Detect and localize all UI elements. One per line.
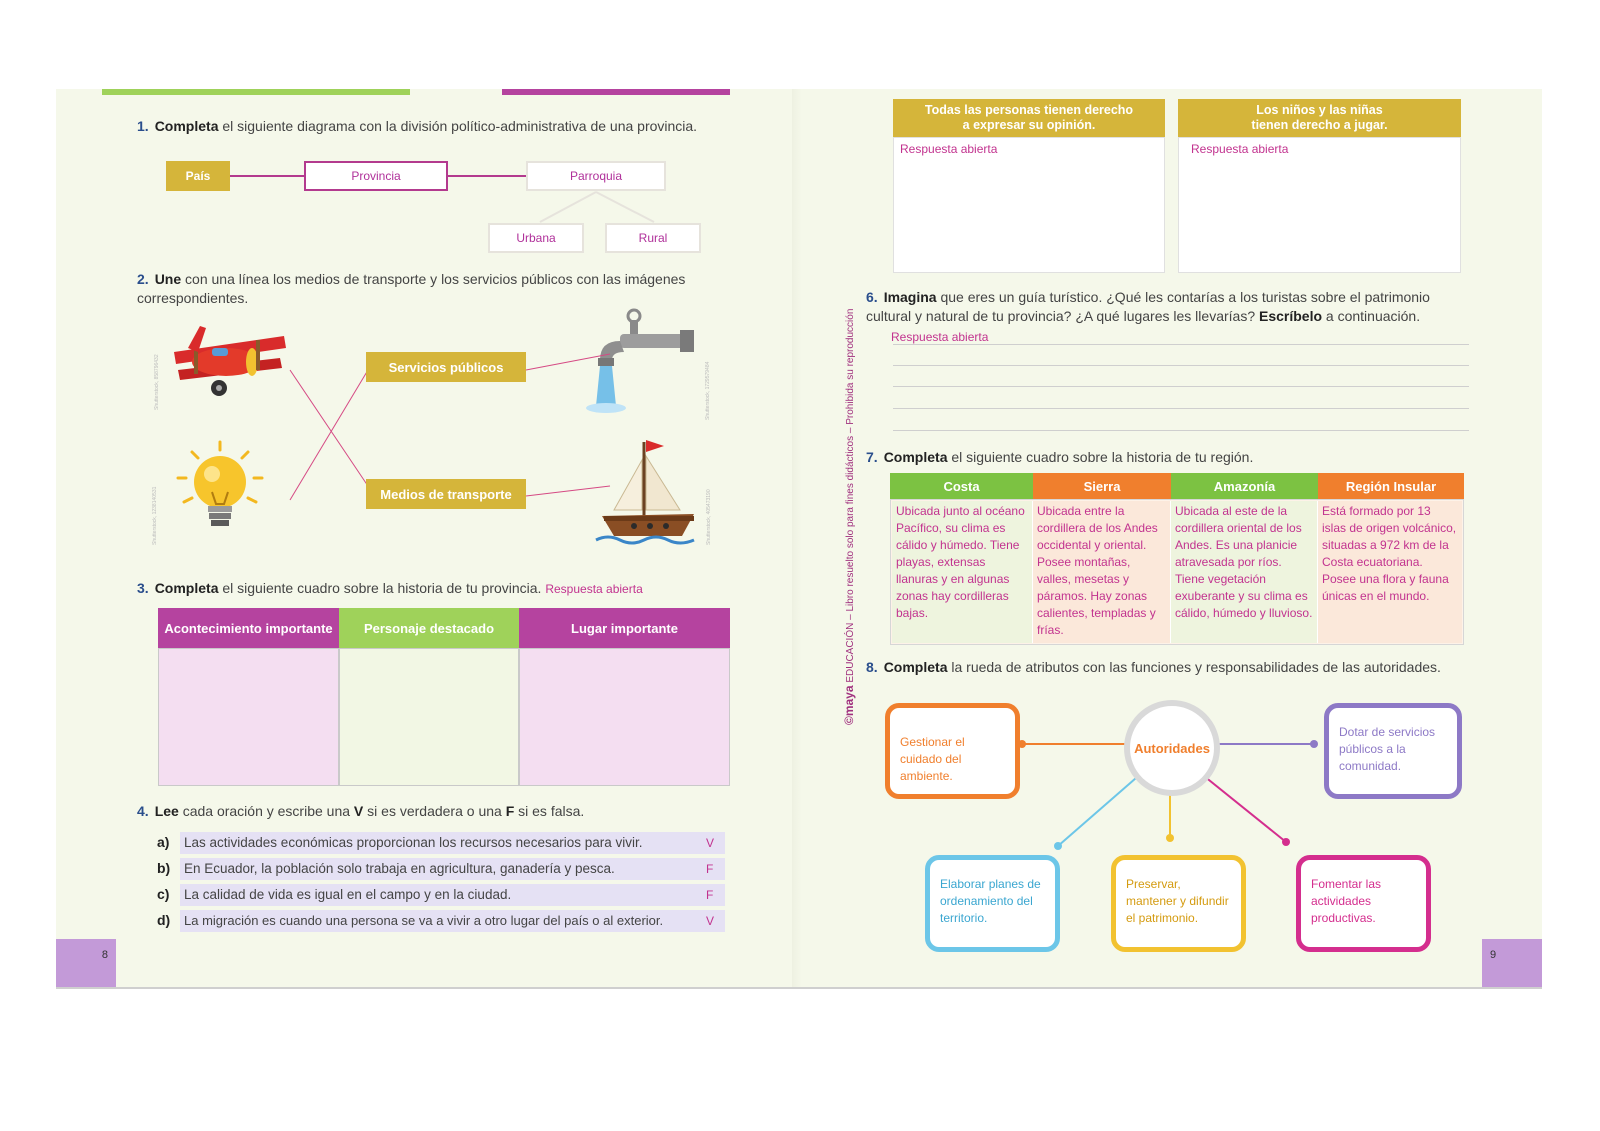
- rights-box-header-opinion: Todas las personas tienen derecho a expr…: [893, 99, 1165, 137]
- statement-row: La calidad de vida es igual en el campo …: [180, 884, 725, 906]
- table3-cell-acontecimiento[interactable]: [158, 648, 339, 786]
- faucet-icon: [586, 308, 694, 413]
- image-credit: Shutterstock, 405473190: [706, 489, 712, 545]
- image-credit: Shutterstock, 1238140531: [152, 486, 158, 545]
- answer-v-f: V: [706, 836, 715, 850]
- answer-text: Respuesta abierta: [891, 330, 989, 344]
- lightbulb-icon: [176, 440, 264, 526]
- question-6: 6.Imagina que eres un guía turístico. ¿Q…: [866, 289, 1430, 324]
- attribute-patrimonio: Preservar, mantener y difundir el patrim…: [1111, 855, 1246, 952]
- image-credit: Shutterstock, 858796432: [154, 354, 160, 410]
- table3-header-lugar: Lugar importante: [519, 608, 730, 648]
- writing-line[interactable]: [893, 408, 1469, 409]
- attribute-productivas: Fomentar las actividades productivas.: [1296, 855, 1431, 952]
- question-4: 4.Lee cada oración y escribe una V si es…: [137, 803, 585, 819]
- attribute-planes: Elaborar planes de ordenamiento del terr…: [925, 855, 1060, 952]
- question-8: 8.Completa la rueda de atributos con las…: [866, 659, 1441, 675]
- region-cell-amazonia: Ubicada al este de la cordillera orienta…: [1171, 501, 1318, 643]
- item-letter: a): [157, 834, 170, 850]
- item-letter: d): [157, 912, 171, 928]
- page-number: 8: [101, 949, 108, 961]
- question-1: 1.Completa el siguiente diagrama con la …: [137, 118, 698, 134]
- table3-cell-lugar[interactable]: [519, 648, 730, 786]
- region-header-sierra: Sierra: [1033, 473, 1171, 499]
- writing-line[interactable]: [893, 365, 1469, 366]
- node-urbana[interactable]: Urbana: [488, 223, 584, 253]
- page-number: 9: [1490, 949, 1497, 961]
- item-letter: b): [157, 860, 171, 876]
- attribute-servicios: Dotar de servicios públicos a la comunid…: [1324, 703, 1462, 799]
- region-cell-insular: Está formado por 13 islas de origen volc…: [1318, 501, 1462, 643]
- matching-lines: [289, 353, 611, 501]
- statement-row: La migración es cuando una persona se va…: [180, 910, 725, 932]
- region-cell-sierra: Ubicada entre la cordillera de los Andes…: [1033, 501, 1171, 643]
- answer-text: Respuesta abierta: [545, 582, 643, 596]
- statement-row: En Ecuador, la población solo trabaja en…: [180, 858, 725, 880]
- answer-v-f: F: [706, 888, 714, 902]
- region-header-amazonia: Amazonía: [1171, 473, 1318, 499]
- label-servicios-publicos[interactable]: Servicios públicos: [366, 352, 526, 382]
- node-rural[interactable]: Rural: [605, 223, 701, 253]
- table3-cell-personaje[interactable]: [339, 648, 519, 786]
- question-7: 7.Completa el siguiente cuadro sobre la …: [866, 449, 1254, 465]
- item-letter: c): [157, 886, 170, 902]
- writing-line[interactable]: [893, 430, 1469, 431]
- question-3: 3.Completa el siguiente cuadro sobre la …: [137, 580, 643, 596]
- question-2: 2.Une con una línea los medios de transp…: [137, 271, 686, 306]
- copyright-vertical-note: ©maya EDUCACIÓN – Libro resuelto solo pa…: [842, 308, 856, 725]
- answer-v-f: F: [706, 862, 714, 876]
- writing-line[interactable]: [893, 386, 1469, 387]
- answer-text: Respuesta abierta: [900, 142, 998, 156]
- node-parroquia[interactable]: Parroquia: [526, 161, 666, 191]
- sailboat-icon: [595, 440, 695, 545]
- answer-v-f: V: [706, 914, 715, 928]
- attribute-ambiente: Gestionar el cuidado del ambiente.: [885, 703, 1020, 799]
- page-bottom-edge: [56, 987, 1542, 989]
- region-cell-costa: Ubicada junto al océano Pacífico, su cli…: [892, 501, 1033, 643]
- attribute-wheel-connectors: [1018, 740, 1318, 850]
- rights-box-body-opinion[interactable]: Respuesta abierta: [893, 137, 1165, 273]
- image-credit: Shutterstock, 1729579484: [705, 361, 711, 420]
- table3-header-acontecimiento: Acontecimiento importante: [158, 608, 339, 648]
- rights-box-body-jugar[interactable]: Respuesta abierta: [1178, 137, 1461, 273]
- label-medios-de-transporte[interactable]: Medios de transporte: [366, 479, 526, 509]
- writing-line[interactable]: [893, 344, 1469, 345]
- page-number-tab-left: 8: [56, 939, 116, 987]
- node-pais: País: [166, 161, 230, 191]
- authorities-label: Autoridades: [1134, 740, 1210, 756]
- region-header-costa: Costa: [890, 473, 1033, 499]
- page-gutter: [792, 89, 802, 989]
- connector-parroquia-branches: [539, 191, 655, 223]
- authorities-center-circle: Autoridades: [1124, 700, 1220, 796]
- region-header-insular: Región Insular: [1318, 473, 1464, 499]
- airplane-icon: [174, 326, 286, 396]
- top-strip-magenta: [502, 89, 730, 95]
- table3-header-personaje: Personaje destacado: [339, 608, 519, 648]
- statement-row: Las actividades económicas proporcionan …: [180, 832, 725, 854]
- node-provincia[interactable]: Provincia: [304, 161, 448, 191]
- answer-text: Respuesta abierta: [1191, 142, 1289, 156]
- page-number-tab-right: 9: [1482, 939, 1542, 987]
- rights-box-header-jugar: Los niños y las niñas tienen derecho a j…: [1178, 99, 1461, 137]
- connector-pais-provincia: [230, 175, 304, 177]
- top-strip-green: [102, 89, 410, 95]
- connector-provincia-parroquia: [448, 175, 526, 177]
